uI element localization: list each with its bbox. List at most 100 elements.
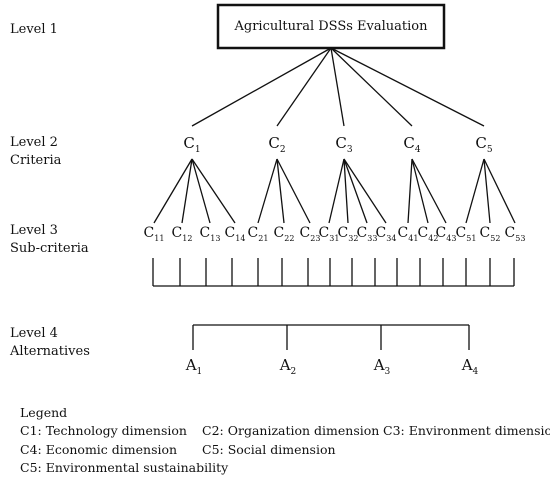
level-2-subtitle: Criteria: [10, 153, 62, 168]
criterion-c5-subscript: 5: [487, 145, 493, 155]
subcriterion-c43-base: C: [436, 225, 447, 241]
alternative-a3-subscript: 3: [385, 367, 391, 377]
subcriterion-c42-base: C: [418, 225, 429, 241]
subcriterion-c21-base: C: [248, 225, 259, 241]
legend-item-c5-sustainability: C5: Environmental sustainability: [20, 460, 228, 476]
criterion-c4: C4: [403, 134, 420, 155]
c5-to-c53-line: [483, 158, 516, 224]
alternative-a1-subscript: 1: [197, 367, 203, 377]
legend-text: : Technology dimension: [37, 423, 187, 438]
criterion-c4-subscript: 4: [415, 145, 421, 155]
criterion-c5-base: C: [475, 134, 486, 152]
subcriterion-c13: C13: [200, 225, 221, 243]
subcriterion-c52-subscript: 52: [490, 234, 500, 243]
goal-to-c2-line: [276, 47, 332, 127]
subcriterion-c21: C21: [248, 225, 269, 243]
subcriterion-c51-base: C: [456, 225, 467, 241]
criterion-c1-base: C: [183, 134, 194, 152]
subcriterion-c31-base: C: [319, 225, 330, 241]
subcriterion-c23: C23: [300, 225, 321, 243]
subcriterion-c31: C31: [319, 225, 340, 243]
legend-item-c1: C1: Technology dimension: [20, 423, 187, 439]
level-3-subtitle: Sub-criteria: [10, 241, 89, 256]
legend-title: Legend: [20, 405, 68, 420]
alternative-a1: A1: [185, 356, 203, 377]
subcriterion-c33: C33: [357, 225, 378, 243]
c3-to-c34-line: [343, 158, 387, 224]
c2-to-c22-line: [276, 158, 285, 224]
subcriterion-c23-subscript: 23: [310, 234, 320, 243]
subcriterion-c14: C14: [225, 225, 246, 243]
subcriterion-c21-subscript: 21: [258, 234, 268, 243]
criterion-c4-base: C: [403, 134, 414, 152]
subcriterion-c41-base: C: [398, 225, 409, 241]
alternative-a2-subscript: 2: [291, 367, 297, 377]
legend-text: : Economic dimension: [37, 442, 178, 457]
alternative-a2-base: A: [279, 356, 291, 374]
subcriterion-c22-base: C: [274, 225, 285, 241]
c3-to-c32-line: [343, 158, 349, 224]
legend-code: C1: [20, 423, 38, 438]
subcriterion-c34-subscript: 34: [386, 234, 396, 243]
level-4-title: Level 4: [10, 326, 58, 341]
subcriterion-c33-base: C: [357, 225, 368, 241]
c1-to-c11-line: [153, 158, 193, 224]
subcriterion-c32-subscript: 32: [348, 234, 358, 243]
subcriterion-c12: C12: [172, 225, 193, 243]
subcriterion-c14-subscript: 14: [235, 234, 245, 243]
goal-to-c5-line: [330, 47, 485, 127]
connector-lines: [152, 47, 516, 350]
subcriterion-c51: C51: [456, 225, 477, 243]
subcriterion-c13-base: C: [200, 225, 211, 241]
subcriterion-c32-base: C: [338, 225, 349, 241]
subcriterion-c22: C22: [274, 225, 295, 243]
criterion-c1: C1: [183, 134, 200, 155]
goal-to-c4-line: [330, 47, 413, 127]
goal-to-c1-line: [191, 47, 332, 127]
subcriterion-c31-subscript: 31: [329, 234, 339, 243]
level-2-label: Level 2 Criteria: [10, 134, 61, 170]
criterion-c2-subscript: 2: [280, 145, 286, 155]
level-1-title: Level 1: [10, 22, 58, 37]
legend-code: C4: [20, 442, 38, 457]
subcriterion-c41-subscript: 41: [408, 234, 418, 243]
subcriterion-c42: C42: [418, 225, 439, 243]
legend-item-c2: C2: Organization dimension: [202, 423, 379, 439]
subcriterion-c11: C11: [144, 225, 165, 243]
c1-to-c12-line: [181, 158, 193, 224]
alternative-a3-base: A: [373, 356, 385, 374]
c2-to-c23-line: [276, 158, 311, 224]
criterion-c2-base: C: [268, 134, 279, 152]
c1-to-c14-line: [191, 158, 236, 224]
legend-text: : Organization dimension: [219, 423, 380, 438]
legend-item-c5: C5: Social dimension: [202, 442, 336, 458]
level-3-title: Level 3: [10, 223, 58, 238]
subcriterion-c42-subscript: 42: [428, 234, 438, 243]
subcriterion-c32: C32: [338, 225, 359, 243]
legend-item-c4: C4: Economic dimension: [20, 442, 177, 458]
legend-text: : Environmental sustainability: [37, 460, 229, 475]
criterion-c3-base: C: [335, 134, 346, 152]
legend-text: : Environment dimension: [400, 423, 550, 438]
alternative-a4-subscript: 4: [473, 367, 479, 377]
subcriterion-c43: C43: [436, 225, 457, 243]
subcriterion-c53-base: C: [505, 225, 516, 241]
criterion-c2: C2: [268, 134, 285, 155]
goal-to-c3-line: [330, 47, 345, 127]
subcriterion-c22-subscript: 22: [284, 234, 294, 243]
criterion-c3: C3: [335, 134, 352, 155]
level-1-label: Level 1: [10, 21, 58, 39]
subcriterion-c12-base: C: [172, 225, 183, 241]
alternative-a3: A3: [373, 356, 391, 377]
criterion-c1-subscript: 1: [195, 145, 201, 155]
subcriterion-c51-subscript: 51: [466, 234, 476, 243]
subcriterion-c13-subscript: 13: [210, 234, 220, 243]
legend-code: C2: [202, 423, 220, 438]
subcriterion-c34-base: C: [376, 225, 387, 241]
level-3-label: Level 3 Sub-criteria: [10, 222, 89, 258]
subcriterion-c11-base: C: [144, 225, 155, 241]
alternative-a4-base: A: [461, 356, 473, 374]
subcriterion-c11-subscript: 11: [154, 234, 164, 243]
